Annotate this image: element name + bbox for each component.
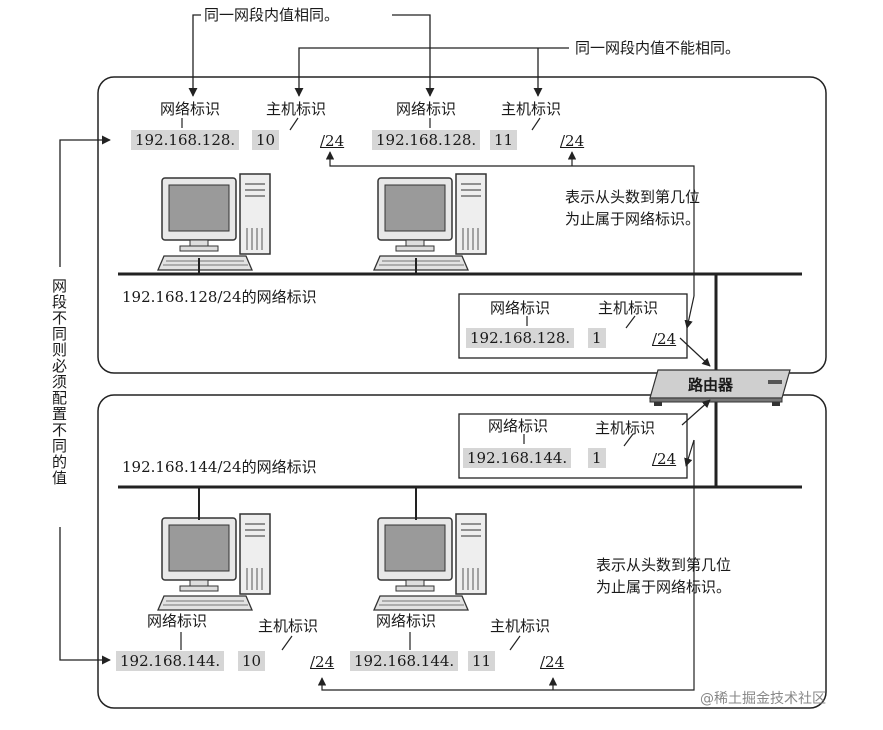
prefix-note-line1: 表示从头数到第几位 [596, 556, 732, 574]
network-id-value: 192.168.144. [350, 651, 459, 671]
segment-caption: 192.168.144/24的网络标识 [122, 458, 317, 476]
network-id-value: 192.168.128. [131, 130, 240, 150]
network-id-label: 网络标识 [488, 417, 549, 435]
network-id-value: 192.168.128. [466, 328, 575, 348]
host-id-value: 1 [588, 448, 606, 468]
prefix-note-line2: 为止属于网络标识。 [565, 210, 701, 228]
network-id-value: 192.168.144. [463, 448, 572, 468]
prefix-value: /24 [320, 132, 345, 150]
prefix-note-line2: 为止属于网络标识。 [596, 578, 732, 596]
prefix-value: /24 [540, 653, 565, 671]
segment-caption: 192.168.128/24的网络标识 [122, 288, 317, 306]
segment-box-1 [97, 76, 827, 374]
network-id-value: 192.168.144. [116, 651, 225, 671]
annotation-same-value: 同一网段内值相同。 [204, 6, 340, 24]
network-id-label: 网络标识 [160, 100, 221, 118]
router-label: 路由器 [688, 376, 734, 394]
prefix-value: /24 [310, 653, 335, 671]
annotation-different-value: 同一网段内值不能相同。 [575, 39, 741, 57]
host-id-label: 主机标识 [266, 100, 327, 118]
host-id-value: 11 [468, 651, 496, 671]
network-id-label: 网络标识 [490, 299, 551, 317]
host-id-label: 主机标识 [501, 100, 562, 118]
host-id-label: 主机标识 [258, 617, 319, 635]
prefix-value: /24 [560, 132, 585, 150]
host-id-value: 10 [252, 130, 280, 150]
side-note: 网段不同则必须配置不同的值 [50, 278, 68, 486]
network-id-label: 网络标识 [376, 612, 437, 630]
network-id-value: 192.168.128. [372, 130, 481, 150]
prefix-value: /24 [652, 330, 677, 348]
router-device [649, 369, 791, 406]
host-id-label: 主机标识 [598, 299, 659, 317]
host-id-label: 主机标识 [490, 617, 551, 635]
watermark: @稀土掘金技术社区 [700, 691, 826, 707]
segment-box-2 [97, 394, 827, 709]
host-id-value: 10 [238, 651, 266, 671]
host-id-label: 主机标识 [595, 419, 656, 437]
network-id-label: 网络标识 [147, 612, 208, 630]
prefix-note-line1: 表示从头数到第几位 [565, 188, 701, 206]
host-id-value: 1 [588, 328, 606, 348]
network-id-label: 网络标识 [396, 100, 457, 118]
prefix-value: /24 [652, 450, 677, 468]
host-id-value: 11 [490, 130, 518, 150]
